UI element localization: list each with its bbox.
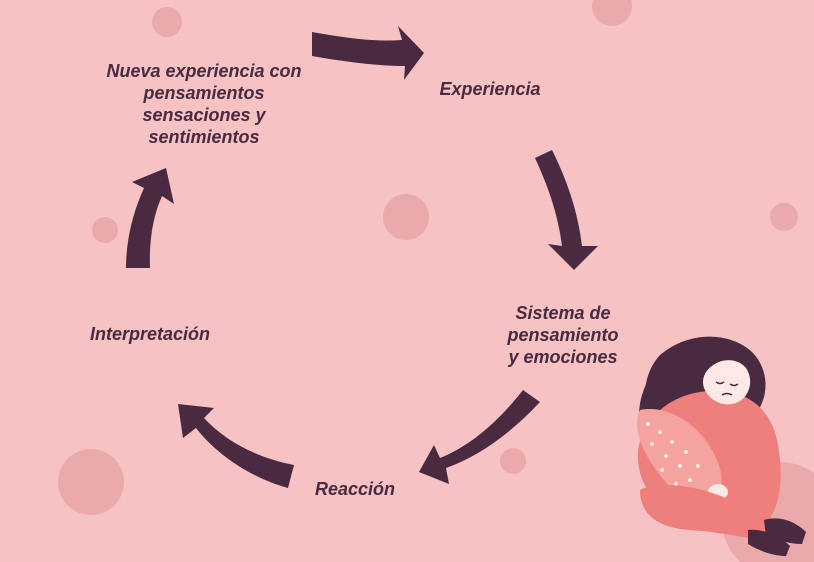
bg-circle (592, 0, 632, 26)
bg-circle (500, 448, 526, 474)
cycle-arrows (126, 26, 598, 488)
cycle-arrow-icon (419, 390, 540, 484)
bg-circle (152, 7, 182, 37)
cycle-arrow-icon (178, 404, 294, 488)
cycle-arrow-icon (312, 26, 424, 80)
stage-label-sistema: Sistema de pensamiento y emociones (507, 303, 619, 367)
stage-label-experiencia: Experiencia (439, 79, 541, 99)
bg-circle (770, 203, 798, 231)
bg-circle (383, 194, 429, 240)
cycle-arrow-icon (126, 168, 174, 268)
stage-label-interpretacion: Interpretación (89, 324, 211, 344)
sad-woman-illustration (637, 336, 806, 556)
cycle-arrow-icon (535, 150, 598, 270)
bg-circle (58, 449, 124, 515)
bg-circle (92, 217, 118, 243)
stage-label-nueva-experiencia: Nueva experiencia con pensamientos sensa… (106, 61, 302, 147)
stage-label-reaccion: Reacción (314, 479, 396, 499)
